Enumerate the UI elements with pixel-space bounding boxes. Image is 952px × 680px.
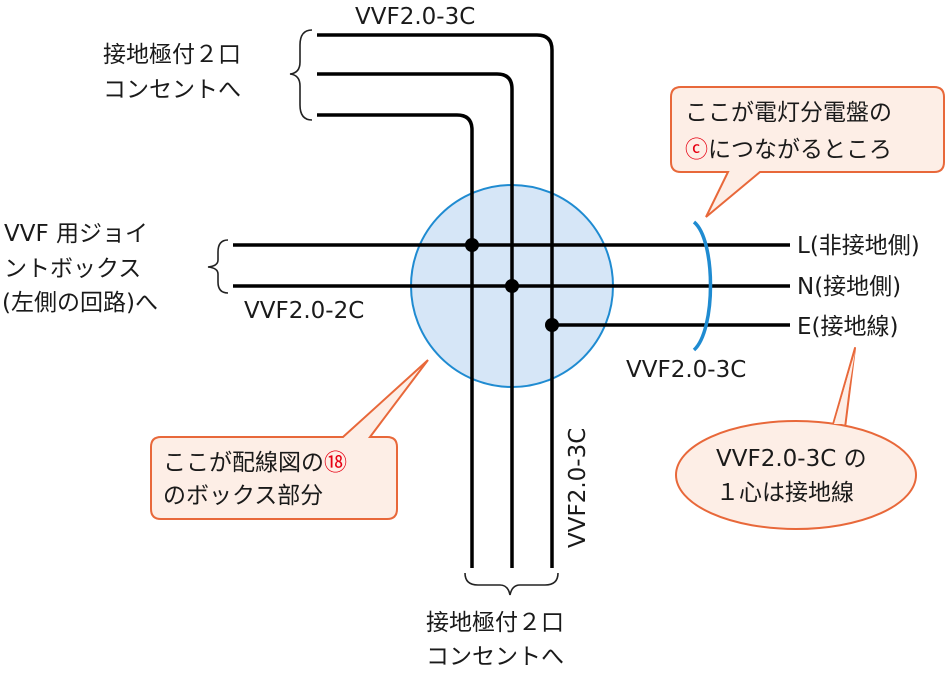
- svg-text:ⓒにつながるところ: ⓒにつながるところ: [685, 137, 892, 163]
- callout-box: ここが配線図の⑱ のボックス部分: [150, 359, 429, 520]
- svg-text:ここが配線図の⑱: ここが配線図の⑱: [163, 450, 347, 476]
- left-cable-label: VVF2.0-2C: [244, 298, 364, 324]
- right-cable-label: VVF2.0-3C: [626, 357, 746, 383]
- left-dest-line3: (左側の回路)へ: [2, 290, 158, 316]
- callout-panel-line1: ここが電灯分電盤の: [685, 100, 892, 126]
- callout-earth: VVF2.0-3C の １心は接地線: [675, 347, 917, 530]
- wire-top-3: [317, 113, 474, 568]
- junction-dots: [465, 238, 559, 332]
- bottom-dest-line1: 接地極付２口: [426, 610, 564, 636]
- callout-earth-line2: １心は接地線: [716, 480, 854, 506]
- svg-text:１心は接地線: １心は接地線: [716, 480, 854, 506]
- left-dest-line1: VVF 用ジョイ: [4, 221, 148, 247]
- wire-top-1: [317, 33, 554, 568]
- callout-box-line2: のボックス部分: [163, 483, 323, 509]
- svg-text:VVF2.0-3C の: VVF2.0-3C の: [716, 446, 867, 472]
- callout-box-line1: ここが配線図の: [163, 450, 324, 476]
- top-cable-label: VVF2.0-3C: [355, 4, 475, 30]
- top-cable-wires: [317, 33, 554, 568]
- brace-left: [207, 239, 229, 294]
- top-left-dest-line2: コンセントへ: [103, 77, 241, 103]
- svg-text:ここが電灯分電盤の: ここが電灯分電盤の: [685, 100, 892, 126]
- wire-E-label: E(接地線): [797, 314, 898, 340]
- junction-L: [465, 238, 479, 252]
- left-dest-line2: ントボックス: [4, 256, 141, 282]
- callout-box-circled: ⑱: [324, 450, 347, 476]
- brace-bottom: [464, 572, 559, 596]
- callout-panel-circled: ⓒ: [685, 137, 708, 163]
- junction-N: [505, 279, 519, 293]
- wire-top-2: [317, 72, 514, 568]
- wire-L-label: L(非接地側): [797, 233, 920, 259]
- top-left-dest-line1: 接地極付２口: [103, 42, 241, 68]
- cable-clamp-mark: [692, 220, 713, 352]
- vertical-cable-label: VVF2.0-3C: [565, 428, 591, 548]
- brace-top-left: [289, 29, 313, 121]
- callout-earth-line1: VVF2.0-3C の: [716, 446, 867, 472]
- svg-text:のボックス部分: のボックス部分: [163, 483, 323, 509]
- wire-N-label: N(接地側): [797, 274, 901, 300]
- callout-panel-line2: につながるところ: [708, 137, 892, 163]
- bottom-dest-line2: コンセントへ: [426, 644, 564, 670]
- junction-E: [545, 318, 559, 332]
- callout-panel: ここが電灯分電盤の ⓒにつながるところ: [670, 86, 945, 218]
